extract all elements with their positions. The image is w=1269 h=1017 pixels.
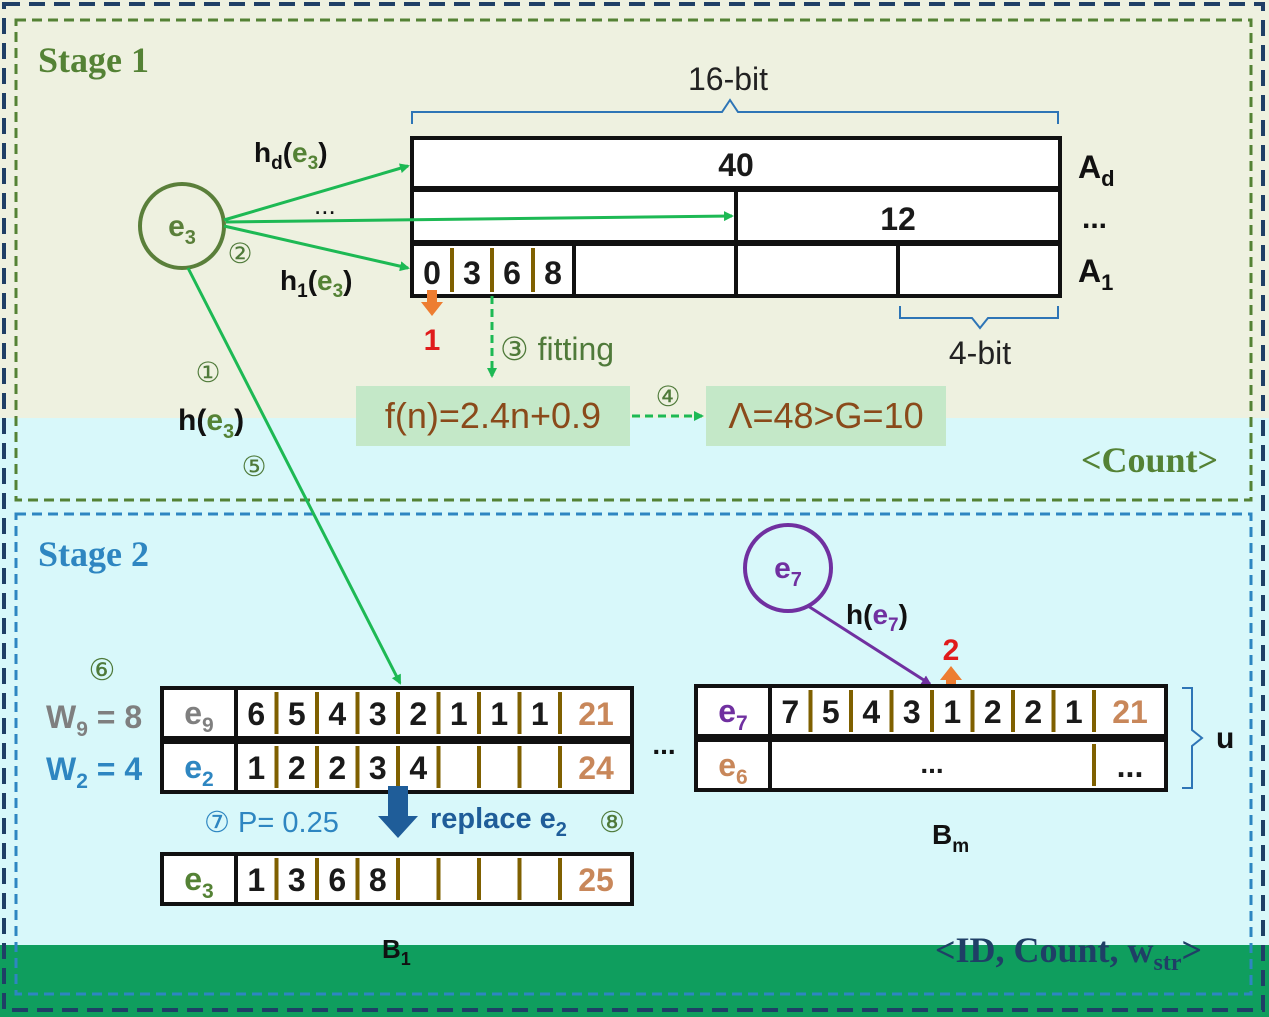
h-e3-arrow bbox=[186, 267, 402, 685]
bits16-label: 16-bit bbox=[688, 61, 768, 97]
bucket-cell: 2 bbox=[1024, 694, 1042, 730]
step8-marker: ⑧ bbox=[599, 807, 625, 839]
mid-arrow bbox=[225, 211, 734, 224]
bucket-cell: 3 bbox=[369, 750, 387, 786]
replace-label: replace e2 bbox=[430, 803, 567, 841]
bucket-count: 24 bbox=[578, 750, 614, 786]
counter-array bbox=[410, 136, 1062, 298]
bucket-cell: 2 bbox=[409, 696, 427, 732]
fit-formula: f(n)=2.4n+0.9 bbox=[385, 395, 601, 436]
bucket-cell: 4 bbox=[409, 750, 427, 786]
bucket-cell: 7 bbox=[781, 694, 799, 730]
bottom-band bbox=[0, 945, 1269, 1017]
step6-marker: ⑥ bbox=[89, 654, 116, 687]
bits4-brace bbox=[899, 306, 1059, 330]
stage1-title: Stage 1 bbox=[38, 40, 149, 80]
row-Ad bbox=[410, 136, 1062, 190]
bucket-row-id: e7 bbox=[718, 693, 747, 735]
increment-e7-value: 2 bbox=[943, 634, 960, 667]
value-Ad: 40 bbox=[718, 147, 754, 183]
u-label: u bbox=[1216, 722, 1234, 755]
e7-node bbox=[743, 523, 833, 613]
bucket-count: 25 bbox=[578, 862, 614, 898]
hd-label: hd(e3) bbox=[254, 137, 328, 174]
bucket-cell: ... bbox=[920, 748, 943, 779]
row-name-Ad: Ad bbox=[1078, 149, 1115, 191]
row-name-mid: ... bbox=[1082, 202, 1107, 235]
bucket-cell: 4 bbox=[328, 696, 346, 732]
bucket-cell: 1 bbox=[943, 694, 961, 730]
bucket-count: ... bbox=[1117, 748, 1144, 784]
bucket-cell: 1 bbox=[247, 750, 265, 786]
increment-value: 1 bbox=[424, 324, 441, 357]
A1-counter: 8 bbox=[544, 255, 562, 291]
stage2-frame bbox=[14, 512, 1253, 996]
A1-counter: 0 bbox=[423, 255, 441, 291]
hash-dots: ... bbox=[314, 190, 336, 220]
bucket-cell: 3 bbox=[288, 862, 306, 898]
bucket-cell: 1 bbox=[490, 696, 508, 732]
threshold-label: Λ=48>G=10 bbox=[728, 395, 923, 436]
bucket-row-id: e9 bbox=[184, 695, 213, 737]
step4-marker: ④ bbox=[655, 381, 680, 412]
A1-counter: 6 bbox=[503, 255, 521, 291]
bits16-brace bbox=[411, 98, 1059, 124]
step5-marker: ⑤ bbox=[241, 451, 266, 482]
bucket-cell: 1 bbox=[1065, 694, 1083, 730]
increment-arrow-shaft bbox=[427, 290, 437, 302]
bucket-cell: 2 bbox=[288, 750, 306, 786]
bucket-cell: 4 bbox=[862, 694, 880, 730]
bucket-cell: 5 bbox=[822, 694, 840, 730]
A1-counter: 3 bbox=[463, 255, 481, 291]
stage1-frame bbox=[14, 18, 1253, 502]
bucket-cell: 6 bbox=[328, 862, 346, 898]
h-e7-arrow bbox=[807, 604, 932, 686]
bucket-cell: 1 bbox=[450, 696, 468, 732]
bits4-label: 4-bit bbox=[949, 335, 1011, 371]
bucket-row-id: e2 bbox=[184, 749, 213, 791]
u-brace bbox=[1182, 687, 1204, 789]
step1-marker: ① bbox=[195, 357, 220, 388]
bucket-cell: 1 bbox=[247, 862, 265, 898]
bucket-count: 21 bbox=[1112, 694, 1148, 730]
fitting-label: ③ fitting bbox=[500, 331, 614, 367]
bucket-row bbox=[694, 738, 1168, 792]
stage2-title: Stage 2 bbox=[38, 534, 149, 574]
w2-label: W2 = 4 bbox=[46, 751, 142, 793]
bucket-row-id: e3 bbox=[184, 861, 213, 903]
threshold-box bbox=[706, 386, 946, 446]
step2-marker: ② bbox=[227, 238, 252, 269]
bucket-cell: 2 bbox=[328, 750, 346, 786]
step7-label: ⑦ P= 0.25 bbox=[204, 807, 339, 839]
increment-arrow-head bbox=[421, 302, 443, 316]
bucket-cell: 2 bbox=[984, 694, 1002, 730]
bucket-count: 21 bbox=[578, 696, 614, 732]
bucket-cell: 1 bbox=[531, 696, 549, 732]
bucket-cell: 8 bbox=[369, 862, 387, 898]
bucket-cell: 3 bbox=[903, 694, 921, 730]
bucket-cell: 5 bbox=[288, 696, 306, 732]
between-buckets-dots: ... bbox=[652, 729, 675, 760]
fit-box bbox=[356, 386, 630, 446]
bucket-row-id: e6 bbox=[718, 747, 747, 789]
bucket-cell: 6 bbox=[247, 696, 265, 732]
hd-arrow bbox=[223, 163, 410, 222]
h1-arrow bbox=[223, 224, 410, 272]
bucket-cell: 3 bbox=[369, 696, 387, 732]
increment-e7-arrow bbox=[940, 666, 962, 694]
replace-arrow bbox=[378, 786, 418, 838]
stage1-footer: <Count> bbox=[1081, 440, 1218, 480]
w9-label: W9 = 8 bbox=[46, 699, 142, 741]
value-mid: 12 bbox=[880, 201, 916, 237]
